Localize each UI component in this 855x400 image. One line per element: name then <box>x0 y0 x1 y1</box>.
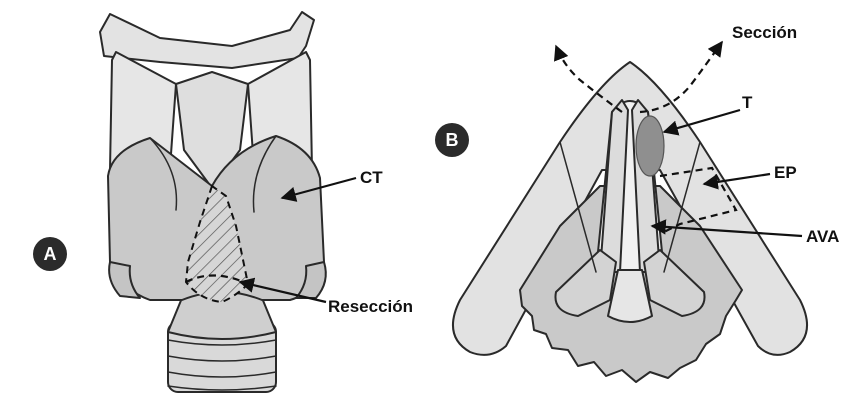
label-reseccion: Resección <box>328 297 413 316</box>
badge-b-text: B <box>446 130 459 150</box>
label-ct: CT <box>360 168 383 187</box>
label-ep: EP <box>774 163 797 182</box>
badge-a-text: A <box>44 244 57 264</box>
label-seccion: Sección <box>732 23 797 42</box>
panel-b <box>453 42 807 382</box>
label-t: T <box>742 93 753 112</box>
badge-a: A <box>33 237 67 271</box>
tumor <box>636 116 664 176</box>
label-ava: AVA <box>806 227 839 246</box>
badge-b: B <box>435 123 469 157</box>
panel-a <box>100 12 326 392</box>
